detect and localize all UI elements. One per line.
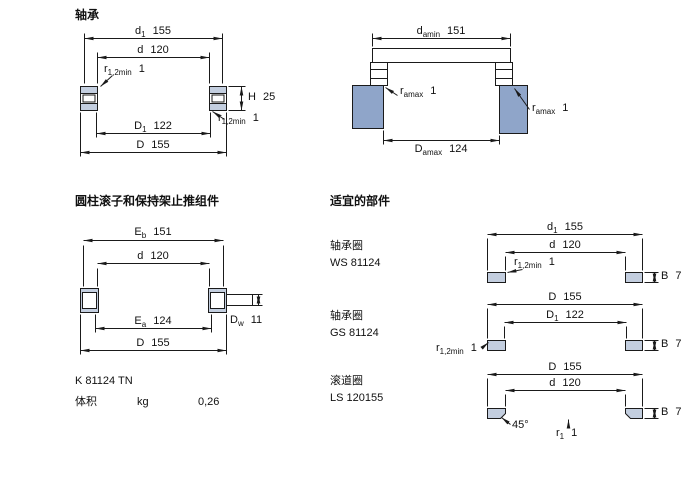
ls-dim-chamfer-angle: 45°: [512, 419, 529, 431]
component-ls-washer-drawing: [487, 372, 659, 429]
component-ls-kind: 滚道圈: [330, 375, 363, 387]
component-ws-kind: 轴承圈: [330, 240, 363, 252]
component-gs-code: GS 81124: [330, 327, 379, 339]
component-gs-kind: 轴承圈: [330, 310, 363, 322]
component-ws-code: WS 81124: [330, 257, 381, 269]
roller-cage-assembly-drawing: [80, 238, 263, 355]
components-section-title: 适宜的部件: [330, 194, 391, 208]
assembly-designation: K 81124 TN: [75, 375, 133, 387]
bearing-cross-section-drawing: [80, 33, 246, 157]
mass-label: 体积: [75, 396, 97, 408]
mass-value: 0,26: [198, 396, 220, 408]
component-gs-washer-drawing: [480, 302, 659, 351]
component-ls-code: LS 120155: [330, 392, 384, 404]
component-ws-washer-drawing: [487, 232, 659, 283]
assembly-section-title: 圆柱滚子和保持架止推组件: [75, 194, 220, 208]
abutment-dimensions-drawing: [352, 33, 530, 145]
bearing-section-title: 轴承: [75, 8, 100, 22]
mass-unit: kg: [137, 396, 149, 408]
